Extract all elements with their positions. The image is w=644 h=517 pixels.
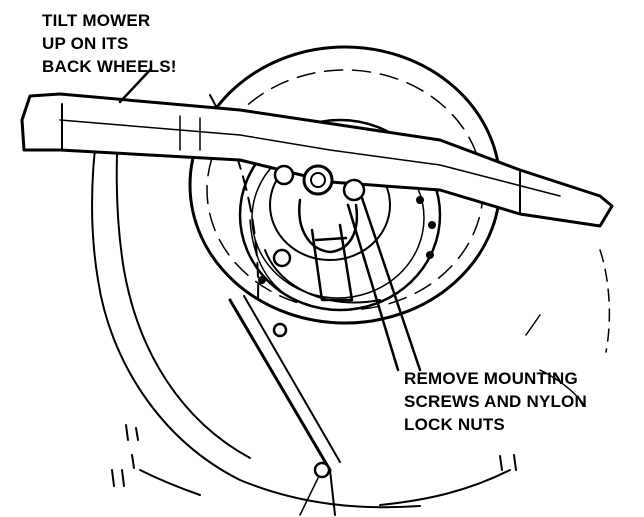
tilt-label-line-1: TILT MOWER (42, 11, 151, 30)
remove-screws-label: REMOVE MOUNTING SCREWS AND NYLON LOCK NU… (404, 367, 587, 436)
remove-label-line-1: REMOVE MOUNTING (404, 369, 578, 388)
tilt-label-line-2: UP ON ITS (42, 34, 129, 53)
leader-lines (118, 68, 422, 372)
remove-label-line-3: LOCK NUTS (404, 415, 505, 434)
mounting-screws (272, 164, 366, 479)
tilt-label-line-3: BACK WHEELS! (42, 57, 177, 76)
remove-label-line-2: SCREWS AND NYLON (404, 392, 587, 411)
tilt-mower-label: TILT MOWER UP ON ITS BACK WHEELS! (42, 9, 177, 78)
blade-spindle (298, 198, 359, 302)
mower-blade (20, 92, 614, 228)
